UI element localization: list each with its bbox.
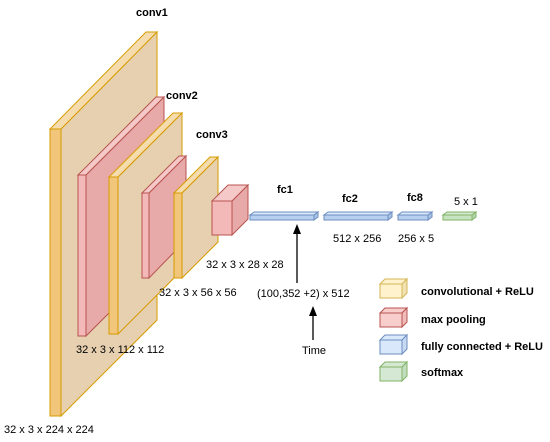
legend-label-pool: max pooling — [421, 314, 486, 326]
conv3-title: conv3 — [196, 129, 228, 141]
legend-item-pool: max pooling — [378, 306, 486, 329]
softmax-front-face — [442, 214, 473, 221]
legend-swatch-fc — [379, 339, 403, 355]
conv1-title: conv1 — [136, 7, 168, 19]
fc1-title: fc1 — [277, 184, 293, 196]
fc2-block — [322, 211, 394, 221]
time-arrow-head — [309, 306, 317, 316]
fc1-front-face — [249, 214, 315, 221]
fc8-block — [396, 211, 434, 221]
conv1-dims: 32 x 3 x 224 x 224 — [4, 424, 94, 436]
legend-swatch-pool — [379, 312, 403, 328]
pool2-dims: 32 x 3 x 56 x 56 — [159, 287, 237, 299]
softmax-dims: 5 x 1 — [454, 196, 478, 208]
pool2-front-face — [141, 192, 150, 279]
fc1-dims: (100,352 +2) x 512 — [257, 288, 350, 300]
legend-swatch-conv — [379, 283, 403, 299]
pool3-front-face — [211, 200, 233, 236]
legend-label-softmax: softmax — [421, 367, 464, 379]
legend-item-fc: fully connected + ReLU — [378, 333, 543, 356]
legend-item-conv: convolutional + ReLU — [378, 277, 534, 300]
fc8-dims: 256 x 5 — [398, 233, 434, 245]
legend-label-conv: convolutional + ReLU — [421, 286, 534, 298]
fc2-front-face — [323, 214, 389, 221]
legend-label-fc: fully connected + ReLU — [421, 341, 543, 353]
time-label: Time — [302, 345, 326, 357]
fc1-input-arrow — [293, 224, 301, 283]
time-arrow — [309, 306, 317, 340]
legend: convolutional + ReLU max pooling fully c… — [378, 277, 543, 383]
conv1-front-face — [49, 128, 62, 417]
conv2-front-face — [108, 176, 119, 335]
fc1-side-face — [313, 211, 319, 221]
conv3-front-face — [173, 192, 183, 279]
conv2-title: conv2 — [166, 90, 198, 102]
fc2-dims: 512 x 256 — [333, 233, 381, 245]
fc1-block — [248, 211, 320, 221]
legend-item-softmax: softmax — [378, 360, 464, 383]
pool3-block — [210, 183, 250, 237]
pool1-front-face — [77, 174, 87, 337]
legend-swatch-softmax — [379, 366, 403, 382]
fc8-front-face — [397, 214, 429, 221]
softmax-block — [441, 211, 478, 221]
fc2-side-face — [387, 211, 393, 221]
fc8-side-face — [427, 211, 433, 221]
pool3-dims: 32 x 3 x 28 x 28 — [206, 259, 284, 271]
fc2-title: fc2 — [342, 193, 358, 205]
legend-swatch-fc-side — [401, 333, 408, 356]
conv3-block — [172, 155, 220, 280]
pool1-dims: 32 x 3 x 112 x 112 — [76, 344, 164, 356]
legend-swatch-pool-side — [401, 306, 408, 329]
legend-swatch-conv-side — [401, 277, 408, 300]
fc1-input-arrow-head — [293, 224, 301, 234]
legend-swatch-softmax-side — [401, 360, 408, 383]
fc8-title: fc8 — [407, 192, 423, 204]
softmax-side-face — [471, 211, 477, 221]
